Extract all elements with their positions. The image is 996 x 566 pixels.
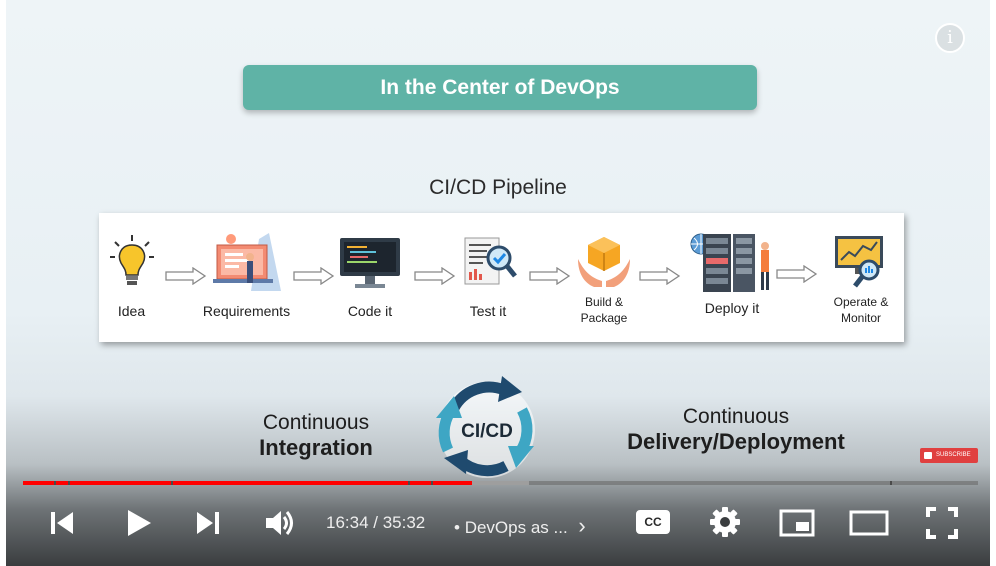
stage-label-line2: Monitor (840, 311, 881, 325)
video-player[interactable]: i In the Center of DevOps CI/CD Pipeline… (6, 0, 990, 566)
test-report-icon (464, 237, 517, 285)
player-controls: 16:34 / 35:32 • DevOps as ... › CC (6, 486, 990, 566)
youtube-logo-icon (924, 452, 932, 459)
stage-label: Code it (347, 303, 393, 319)
info-icon: i (947, 27, 953, 48)
stage-test-it: Test it (455, 228, 521, 328)
progress-played (23, 481, 472, 485)
subscribe-watermark[interactable]: SUBSCRIBE (920, 448, 978, 463)
time-display: 16:34 / 35:32 (326, 513, 426, 532)
captions-icon: CC (644, 515, 662, 529)
stage-idea: Idea (104, 228, 159, 328)
fullscreen-icon[interactable] (926, 507, 958, 539)
chapter-gap (431, 481, 433, 485)
stage-code-it: Code it (331, 228, 409, 328)
chevron-right-icon: › (578, 513, 586, 538)
stage-label: Idea (117, 303, 146, 319)
ci-line2: Integration (259, 435, 373, 460)
cd-line1: Continuous (682, 405, 790, 428)
lightbulb-icon (110, 235, 154, 285)
arrow-right-icon (293, 267, 335, 285)
next-icon[interactable] (194, 509, 222, 537)
info-button[interactable]: i (935, 23, 965, 53)
arrow-right-icon (165, 267, 207, 285)
chapter-gap (68, 481, 70, 485)
chapter-title: DevOps as ... (464, 518, 568, 537)
chapter-gap (54, 481, 56, 485)
miniplayer-icon[interactable] (779, 509, 815, 537)
package-hands-icon (578, 237, 630, 287)
volume-icon[interactable] (264, 508, 296, 538)
monitor-analytics-icon (835, 236, 883, 288)
chapter-title-button[interactable]: • DevOps as ... › (454, 513, 586, 539)
captions-button[interactable]: CC (636, 510, 670, 534)
ci-line1: Continuous (262, 411, 370, 434)
monitor-code-icon (340, 238, 400, 288)
server-deploy-icon (690, 233, 769, 292)
stage-operate-monitor: Operate & Monitor (822, 228, 900, 338)
chapter-gap (890, 481, 892, 485)
continuous-integration-label: Continuous Integration (226, 411, 406, 461)
cicd-cycle-icon: CI/CD (436, 376, 535, 478)
stage-label-line2: Package (580, 311, 628, 325)
stage-label: Test it (469, 303, 507, 319)
chapter-gap (171, 481, 173, 485)
stage-deploy-it: Deploy it (687, 228, 777, 328)
cd-line2: Delivery/Deployment (627, 429, 845, 454)
play-icon[interactable] (123, 508, 153, 538)
progress-bar[interactable] (23, 481, 978, 486)
stage-requirements: Requirements (194, 228, 299, 328)
requirements-icon (213, 233, 281, 291)
arrow-right-icon (776, 265, 818, 283)
subscribe-label: SUBSCRIBE (936, 452, 971, 458)
chapter-separator: • (454, 518, 460, 537)
stage-label: Deploy it (704, 300, 760, 316)
theater-icon[interactable] (849, 509, 889, 537)
stage-label: Operate & (833, 295, 889, 309)
arrow-right-icon (529, 267, 571, 285)
settings-icon[interactable] (709, 506, 741, 538)
arrow-right-icon (414, 267, 456, 285)
slide-banner-title: In the Center of DevOps (243, 65, 757, 110)
stage-label: Build & (584, 295, 624, 309)
stage-label: Requirements (202, 303, 291, 319)
pipeline-title: CI/CD Pipeline (429, 176, 567, 199)
pipeline-diagram: Idea Requirements (99, 213, 904, 342)
chapter-gap (408, 481, 410, 485)
stage-build-package: Build & Package (569, 228, 639, 338)
previous-icon[interactable] (48, 509, 76, 537)
continuous-delivery-label: Continuous Delivery/Deployment (596, 405, 876, 455)
arrow-right-icon (639, 267, 681, 285)
cycle-label: CI/CD (461, 421, 513, 442)
